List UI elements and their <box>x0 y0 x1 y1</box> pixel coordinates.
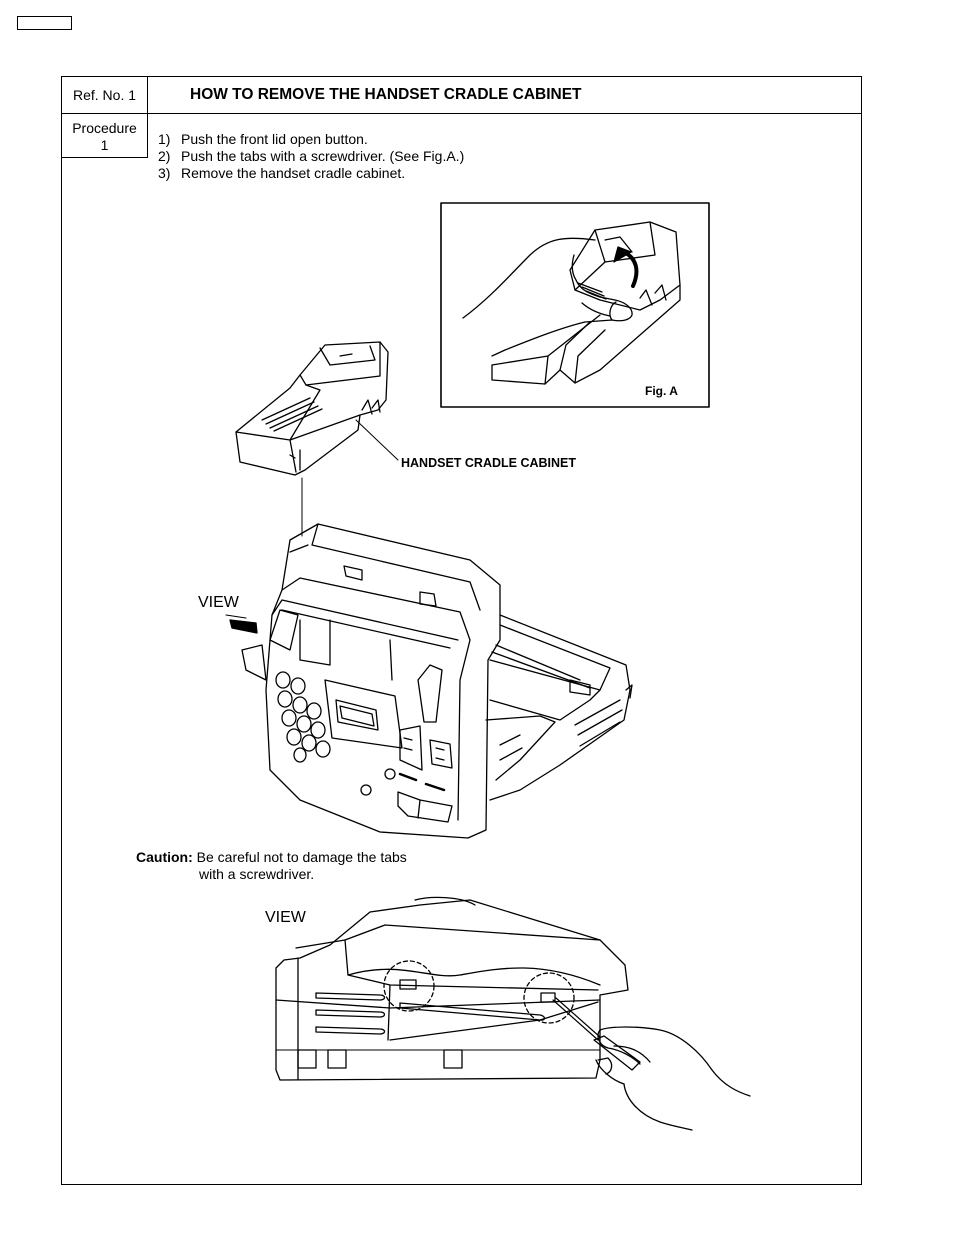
step-text: Push the tabs with a screwdriver. (See F… <box>181 148 465 164</box>
step-number: 1) <box>158 131 171 147</box>
corner-page-box <box>17 16 72 30</box>
part-label-handset-cradle-cabinet: HANDSET CRADLE CABINET <box>401 456 576 470</box>
step-item: 1) Push the front lid open button. <box>158 131 464 148</box>
procedure-frame: Ref. No. 1 HOW TO REMOVE THE HANDSET CRA… <box>61 76 862 1185</box>
step-text: Remove the handset cradle cabinet. <box>181 165 406 181</box>
view-label-top: VIEW <box>198 594 240 611</box>
screwdriver-icon <box>552 999 599 1041</box>
view-label-bottom: VIEW <box>265 909 307 926</box>
keypad-icon <box>275 671 331 763</box>
header-divider <box>62 113 861 114</box>
step-list: 1) Push the front lid open button. 2) Push… <box>158 131 464 182</box>
caution-line-2: with a screwdriver. <box>199 866 315 882</box>
step-number: 3) <box>158 165 171 181</box>
tab-highlight-right <box>523 972 575 1024</box>
caution-note: Caution: Be careful not to damage the ta… <box>136 849 407 883</box>
step-number: 2) <box>158 148 171 164</box>
procedure-text: Procedure <box>72 120 137 136</box>
tab-highlight-left <box>383 960 435 1012</box>
caution-label: Caution: <box>136 849 193 865</box>
step-item: 3) Remove the handset cradle cabinet. <box>158 165 464 182</box>
page-title: HOW TO REMOVE THE HANDSET CRADLE CABINET <box>190 86 582 103</box>
view-arrow-icon <box>229 619 258 634</box>
procedure-number: 1 <box>100 137 109 153</box>
fig-a-label: Fig. A <box>645 384 678 398</box>
handset-cradle-cabinet-illustration: HANDSET CRADLE CABINET <box>235 341 576 476</box>
fig-a-illustration: Fig. A <box>440 202 710 408</box>
fax-machine-illustration: VIEW <box>198 523 633 839</box>
ref-number: Ref. No. 1 <box>72 87 137 103</box>
procedure-cell-bottom <box>62 157 148 158</box>
caution-line-1: Be careful not to damage the tabs <box>196 849 407 865</box>
step-text: Push the front lid open button. <box>181 131 368 147</box>
ref-column-divider <box>147 77 148 157</box>
step-item: 2) Push the tabs with a screwdriver. (See… <box>158 148 464 165</box>
procedure-label: Procedure 1 <box>62 120 147 154</box>
side-view-illustration: VIEW <box>265 896 751 1131</box>
